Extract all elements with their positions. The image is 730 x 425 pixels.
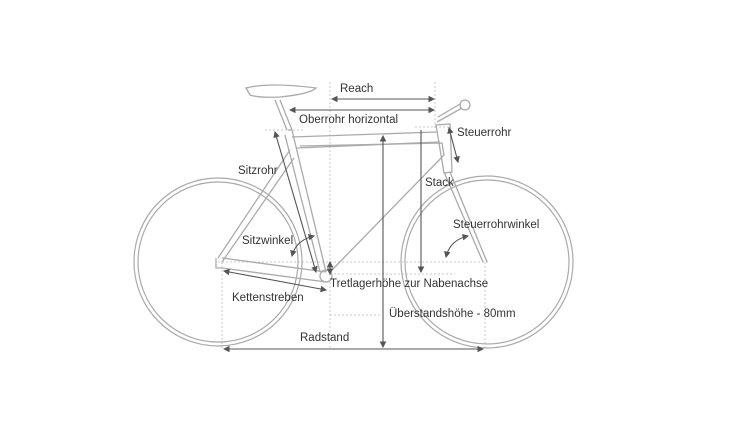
label-steuerrohr: Steuerrohr [457,127,512,139]
guide-lines [218,82,490,350]
steuerrohrwinkel-arc [444,233,470,259]
label-tretlagerhoehe: Tretlagerhöhe zur Nabenachse [330,278,489,290]
label-reach: Reach [340,83,374,95]
label-sitzwinkel: Sitzwinkel [242,235,294,247]
label-stack: Stack [425,177,454,189]
kettenstreben-arrow [222,268,328,293]
label-radstand: Radstand [300,332,350,344]
dimension-arrows [222,95,485,353]
label-steuerrohrwinkel: Steuerrohrwinkel [453,219,540,231]
label-oberrohr-horizontal: Oberrohr horizontal [299,114,399,126]
label-kettenstreben: Kettenstreben [232,292,304,304]
sitzwinkel-arc [290,233,316,258]
front-wheel [400,175,574,349]
label-sitzrohr: Sitzrohr [238,165,278,177]
steuerrohr-arrow [447,126,460,164]
label-ueberstandshoehe: Überstandshöhe - 80mm [389,308,516,320]
